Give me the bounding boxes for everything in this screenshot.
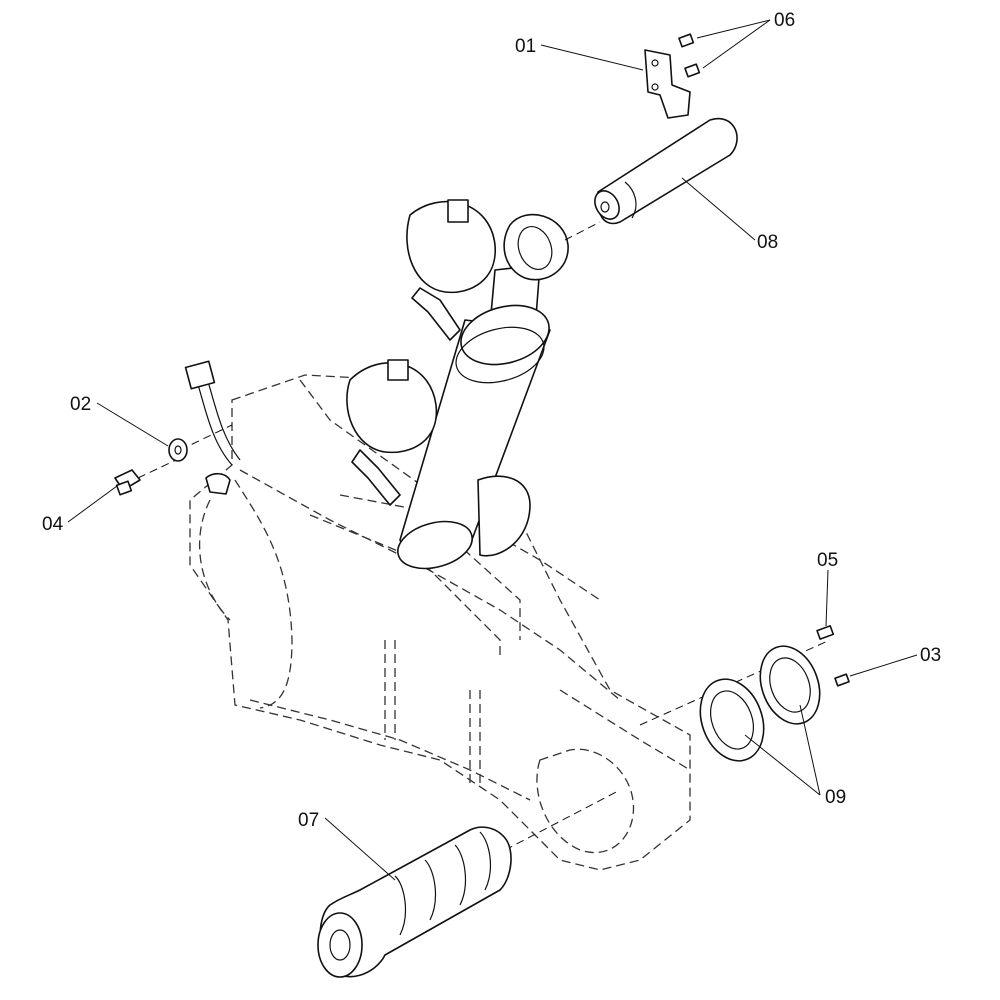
hydraulic-hose	[184, 360, 241, 495]
callout-01: 01	[515, 36, 536, 57]
accumulator-lower	[346, 359, 438, 506]
callout-05: 05	[817, 550, 838, 571]
callout-08: 08	[757, 232, 778, 253]
bracket-01	[644, 49, 691, 119]
bolt-04	[114, 459, 177, 496]
pin-08	[564, 117, 738, 241]
screw-05	[816, 625, 835, 640]
callout-04: 04	[42, 514, 64, 535]
callout-09: 09	[825, 787, 846, 808]
bolts-06	[678, 33, 701, 78]
washer-02	[168, 424, 233, 462]
shaft-07	[317, 789, 621, 978]
screw-03	[834, 673, 850, 687]
leader-lines	[67, 19, 918, 881]
accumulator-upper	[406, 199, 496, 341]
callout-06: 06	[774, 10, 795, 31]
hydraulic-cylinder	[397, 213, 569, 570]
rings-09	[639, 639, 831, 762]
callout-03: 03	[920, 645, 941, 666]
callout-labels: 01 02 03 04 05 06 07 08 09	[42, 10, 941, 831]
callout-02: 02	[70, 394, 91, 415]
callout-07: 07	[298, 810, 319, 831]
